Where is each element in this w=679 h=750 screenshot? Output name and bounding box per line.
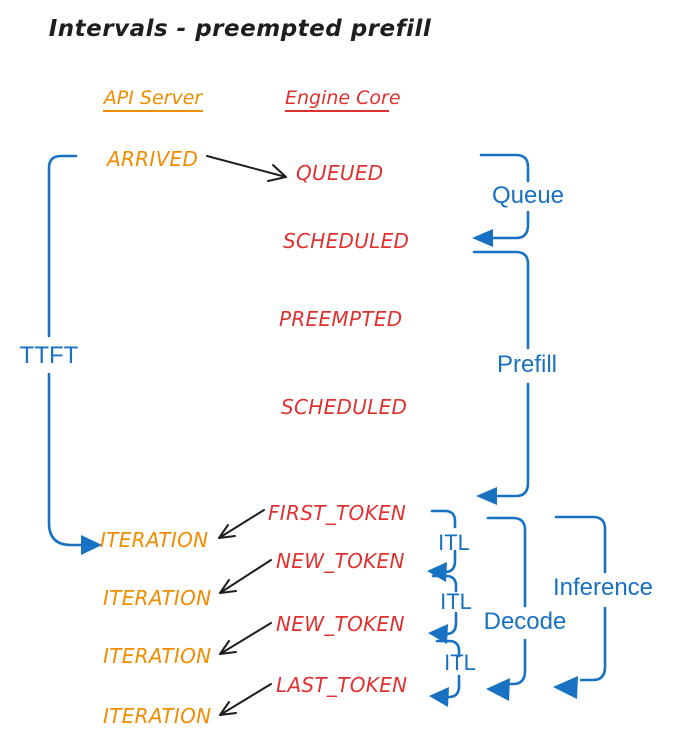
interval-label-prefill: Prefill xyxy=(496,351,557,378)
decode-interval-bracket xyxy=(486,516,527,701)
interval-label-inference: Inference xyxy=(552,574,654,601)
itl-arrowhead-icon-2 xyxy=(428,624,448,644)
queue-arrowhead-icon xyxy=(472,229,493,247)
decode-arrowhead-icon xyxy=(486,678,510,701)
itl-arrowhead-icon-3 xyxy=(429,687,449,707)
diagram-title: Intervals - preempted prefill xyxy=(48,16,432,42)
queue-interval-bracket xyxy=(472,153,530,247)
prefill-interval-bracket xyxy=(472,250,530,505)
interval-label-itl-2: ITL xyxy=(440,589,472,614)
itl-interval-bracket-3 xyxy=(429,639,461,707)
event-queued: QUEUED xyxy=(296,161,384,185)
event-scheduled-1: SCHEDULED xyxy=(283,229,410,253)
column-header-engine-core: Engine Core xyxy=(285,88,401,112)
event-first-token: FIRST_TOKEN xyxy=(268,501,407,525)
itl-interval-bracket-2 xyxy=(428,574,458,644)
itl-arrowhead-icon-1 xyxy=(427,562,447,582)
event-new-token-2: NEW_TOKEN xyxy=(276,612,405,636)
event-iteration-2: ITERATION xyxy=(103,586,212,610)
ttft-arrowhead-icon xyxy=(81,535,102,555)
event-preempted: PREEMPTED xyxy=(279,307,403,331)
interval-label-ttft: TTFT xyxy=(19,342,79,369)
event-new-token-1: NEW_TOKEN xyxy=(276,549,405,573)
interval-label-decode: Decode xyxy=(483,608,567,635)
inference-interval-bracket xyxy=(553,515,607,699)
ttft-interval-bracket xyxy=(47,154,102,555)
arrow-new-token-2-to-iteration xyxy=(219,622,272,655)
arrow-first-token-to-iteration xyxy=(218,509,265,539)
inference-arrowhead-icon xyxy=(553,676,578,699)
event-scheduled-2: SCHEDULED xyxy=(281,395,408,419)
event-iteration-4: ITERATION xyxy=(103,704,212,728)
arrow-arrived-to-queued xyxy=(206,155,287,182)
interval-label-queue: Queue xyxy=(491,182,565,209)
event-last-token: LAST_TOKEN xyxy=(276,673,408,697)
interval-label-itl-1: ITL xyxy=(438,530,470,555)
prefill-arrowhead-icon xyxy=(476,487,497,505)
column-header-api-server: API Server xyxy=(103,88,203,112)
interval-label-itl-3: ITL xyxy=(444,650,476,675)
event-iteration-3: ITERATION xyxy=(103,644,212,668)
event-arrived: ARRIVED xyxy=(107,147,199,171)
arrow-last-token-to-iteration xyxy=(219,683,272,716)
arrow-new-token-1-to-iteration xyxy=(219,559,272,594)
event-iteration-1: ITERATION xyxy=(100,528,209,552)
